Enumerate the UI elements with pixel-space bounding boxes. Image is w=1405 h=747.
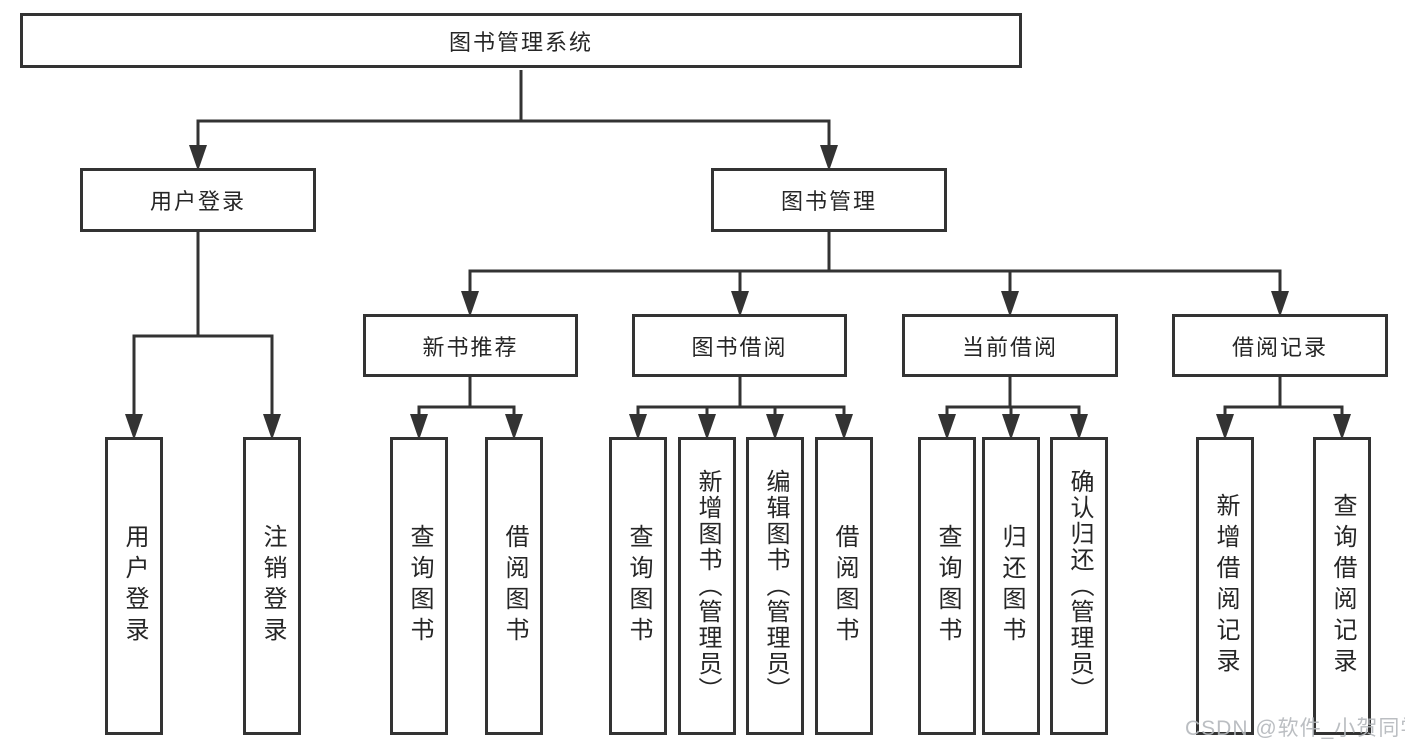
leaf-query-books-label: 查询图书: [406, 524, 433, 648]
node-current-borrow: 当前借阅: [902, 314, 1118, 377]
leaf-logout: 注销登录: [243, 437, 301, 735]
node-user-login: 用户登录: [80, 168, 316, 232]
node-borrow-records-label: 借阅记录: [1231, 334, 1328, 360]
leaf-confirm-return-admin: 确认归还（管理员）: [1050, 437, 1108, 735]
node-root-label: 图书管理系统: [448, 29, 593, 55]
node-user-login-label: 用户登录: [149, 189, 246, 214]
leaf-query-books: 查询图书: [609, 437, 667, 735]
leaf-add-borrow-record: 新增借阅记录: [1196, 437, 1254, 735]
node-current-borrow-label: 当前借阅: [961, 334, 1058, 360]
leaf-query-borrow-record-label: 查询借阅记录: [1329, 493, 1356, 679]
node-borrow-records: 借阅记录: [1172, 314, 1388, 377]
leaf-query-borrow-record: 查询借阅记录: [1313, 437, 1371, 735]
leaf-borrow-books-label: 借阅图书: [501, 524, 528, 648]
leaf-edit-book-admin: 编辑图书（管理员）: [746, 437, 804, 735]
leaf-add-borrow-record-label: 新增借阅记录: [1212, 493, 1239, 679]
leaf-confirm-return-admin-label: 确认归还（管理员）: [1066, 469, 1093, 703]
leaf-return-book-label: 归还图书: [998, 524, 1025, 648]
leaf-edit-book-admin-label: 编辑图书（管理员）: [762, 469, 789, 703]
leaf-borrow-books: 借阅图书: [815, 437, 873, 735]
leaf-query-books-label: 查询图书: [934, 524, 961, 648]
leaf-user-login: 用户登录: [105, 437, 163, 735]
leaf-borrow-books-label: 借阅图书: [831, 524, 858, 648]
node-root: 图书管理系统: [20, 13, 1022, 68]
leaf-logout-label: 注销登录: [259, 524, 286, 648]
leaf-query-books-label: 查询图书: [625, 524, 652, 648]
node-new-book-recommend-label: 新书推荐: [422, 334, 519, 360]
csdn-watermark: CSDN @软件_小贺同学: [1185, 717, 1405, 740]
leaf-query-books: 查询图书: [918, 437, 976, 735]
leaf-add-book-admin: 新增图书（管理员）: [678, 437, 736, 735]
node-book-borrow-label: 图书借阅: [691, 334, 788, 360]
leaf-return-book: 归还图书: [982, 437, 1040, 735]
leaf-user-login-label: 用户登录: [121, 524, 148, 648]
leaf-borrow-books: 借阅图书: [485, 437, 543, 735]
node-book-management: 图书管理: [711, 168, 947, 232]
node-book-management-label: 图书管理: [780, 189, 877, 214]
node-book-borrow: 图书借阅: [632, 314, 847, 377]
leaf-query-books: 查询图书: [390, 437, 448, 735]
leaf-add-book-admin-label: 新增图书（管理员）: [694, 469, 721, 703]
node-new-book-recommend: 新书推荐: [363, 314, 578, 377]
